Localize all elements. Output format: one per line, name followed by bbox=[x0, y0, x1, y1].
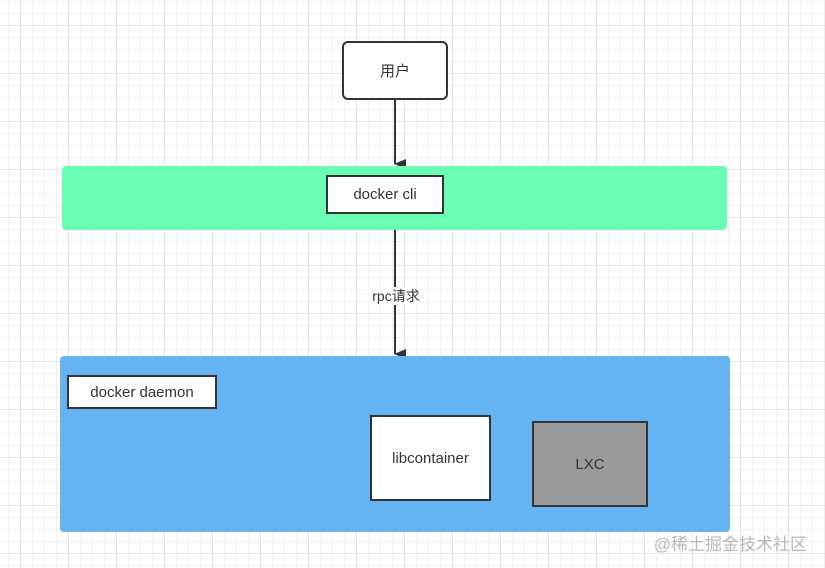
rpc-edge-label: rpc请求 bbox=[366, 287, 426, 305]
docker-cli-label: docker cli bbox=[353, 186, 417, 203]
libcontainer-label: libcontainer bbox=[392, 449, 469, 467]
docker-daemon-label: docker daemon bbox=[90, 383, 194, 401]
lxc-node: LXC bbox=[532, 421, 648, 507]
libcontainer-node: libcontainer bbox=[370, 415, 491, 501]
user-node: 用户 bbox=[342, 41, 448, 100]
docker-cli-node: docker cli bbox=[326, 175, 444, 214]
watermark: @稀土掘金技术社区 bbox=[653, 535, 807, 554]
user-node-label: 用户 bbox=[379, 63, 410, 80]
docker-daemon-node: docker daemon bbox=[67, 375, 217, 409]
lxc-label: LXC bbox=[575, 455, 605, 473]
